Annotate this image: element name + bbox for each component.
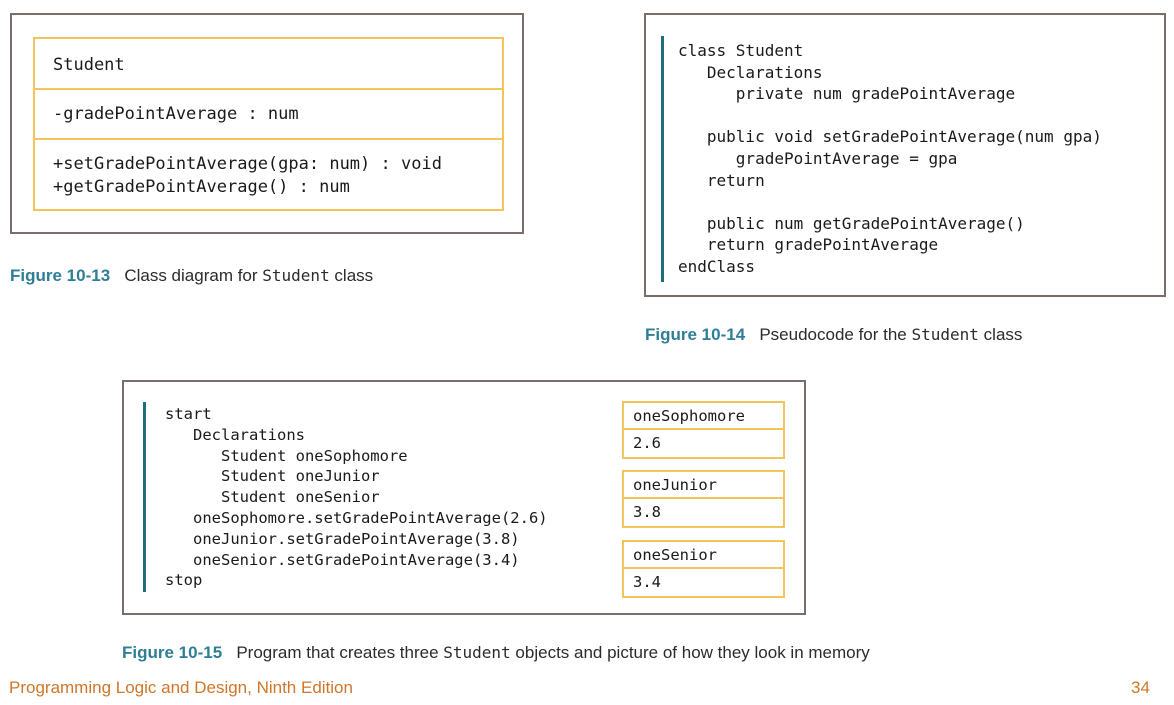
memory-object-value: 3.8 <box>633 503 661 521</box>
caption-text: objects and picture of how they look in … <box>510 643 870 662</box>
figure-number: Figure 10-14 <box>645 325 746 344</box>
program-code-block: start Declarations Student oneSophomore … <box>165 405 548 590</box>
figure-caption-10-13: Figure 10-13 Class diagram for Student c… <box>10 266 373 286</box>
figure-number: Figure 10-15 <box>122 643 223 662</box>
uml-method: +getGradePointAverage() : num <box>53 177 350 197</box>
figure-caption-10-14: Figure 10-14 Pseudocode for the Student … <box>645 325 1022 345</box>
pseudocode-figure <box>644 13 1166 297</box>
caption-text: class <box>978 325 1023 344</box>
class-diagram-figure <box>10 13 524 234</box>
caption-code: Student <box>443 643 511 662</box>
uml-methods-section: +setGradePointAverage(gpa: num) : void +… <box>35 140 502 209</box>
code-margin-bar <box>143 402 146 592</box>
program-memory-figure <box>122 380 806 615</box>
memory-object-name: oneJunior <box>624 472 783 499</box>
pseudocode-block: class Student Declarations private num g… <box>678 41 1102 276</box>
memory-object-box: oneSophomore 2.6 <box>622 401 785 459</box>
footer-page-number: 34 <box>1131 678 1150 697</box>
figure-caption-10-15: Figure 10-15 Program that creates three … <box>122 643 870 663</box>
caption-text: Class diagram for <box>124 266 263 285</box>
memory-object-box: oneSenior 3.4 <box>622 540 785 598</box>
memory-object-value: 2.6 <box>633 434 661 452</box>
footer-book-title: Programming Logic and Design, Ninth Edit… <box>9 678 353 697</box>
uml-class-box: Student -gradePointAverage : num +setGra… <box>33 37 504 211</box>
uml-method: +setGradePointAverage(gpa: num) : void <box>53 154 442 174</box>
uml-attributes-section: -gradePointAverage : num <box>35 90 502 140</box>
memory-object-value: 3.4 <box>633 573 661 591</box>
memory-object-name: oneSenior <box>624 542 783 569</box>
uml-class-name: Student <box>53 55 125 75</box>
caption-code: Student <box>911 325 979 344</box>
caption-text: Pseudocode for the <box>759 325 912 344</box>
caption-code: Student <box>262 266 330 285</box>
uml-class-name-section: Student <box>35 39 502 90</box>
figure-number: Figure 10-13 <box>10 266 111 285</box>
memory-object-box: oneJunior 3.8 <box>622 470 785 528</box>
caption-text: class <box>329 266 374 285</box>
caption-text: Program that creates three <box>236 643 444 662</box>
uml-attribute: -gradePointAverage : num <box>53 104 299 124</box>
code-margin-bar <box>661 36 664 282</box>
memory-object-name: oneSophomore <box>624 403 783 430</box>
